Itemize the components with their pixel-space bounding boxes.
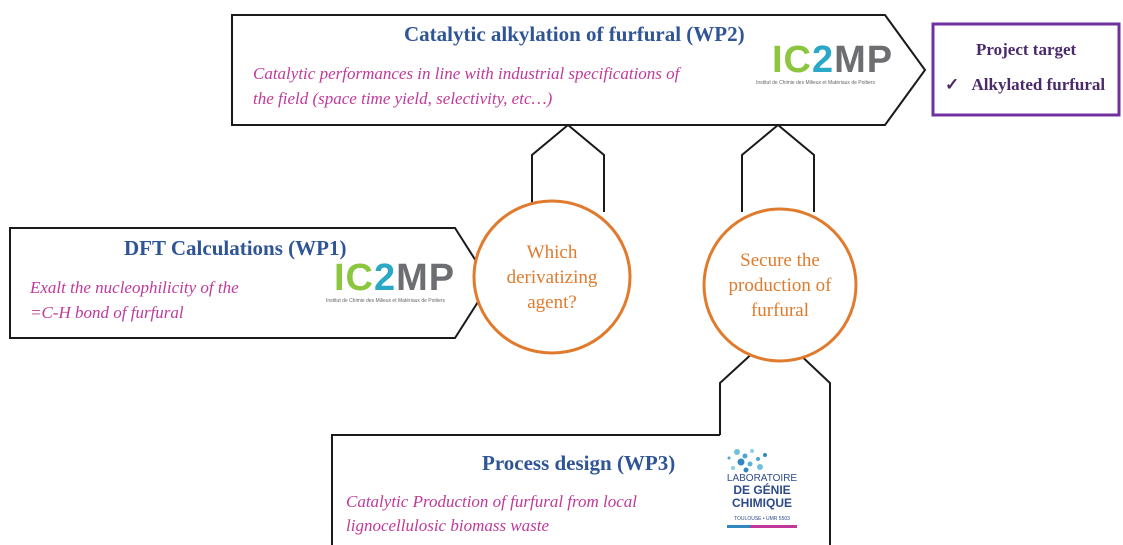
connector-right-top (741, 123, 815, 212)
wp3-desc-line2: lignocellulosic biomass waste (346, 516, 550, 535)
project-target-box (931, 22, 1121, 117)
connector-left-top (531, 123, 605, 212)
lgc-line4: TOULOUSE • UMR 5503 (734, 516, 790, 522)
ic2mp-subtitle: Institut de Chimie des Milieux et Matéri… (756, 80, 875, 86)
wp3-title: Process design (WP3) (482, 451, 676, 475)
wp3-desc-line1: Catalytic Production of furfural from lo… (346, 492, 638, 511)
lgc-line1: LABORATOIRE (726, 473, 798, 484)
circle-right-text: Secure the production of furfural (710, 248, 850, 323)
circle-right-line2: production of (728, 275, 832, 296)
circle-left-line1: Which (526, 242, 578, 263)
circle-left-line3: agent? (527, 292, 577, 313)
lgc-line3: CHIMIQUE (732, 496, 792, 510)
wp1-title: DFT Calculations (WP1) (124, 236, 347, 260)
wp2-desc-line2: the field (space time yield, selectivity… (253, 89, 553, 108)
circle-right (702, 207, 858, 363)
wp2-arrow-box (231, 14, 927, 126)
ic2mp-logo-wp1: IC2MP Institut de Chimie des Milieux et … (326, 258, 460, 314)
lgc-logo: LABORATOIRE DE GÉNIE CHIMIQUE TOULOUSE •… (726, 473, 798, 524)
circle-left-line2: derivatizing (506, 267, 598, 288)
ic2mp-logo-wp2: IC2MP Institut de Chimie des Milieux et … (756, 39, 894, 86)
project-target-item: ✓ Alkylated furfural (945, 75, 1105, 95)
circle-right-line3: furfural (750, 300, 810, 321)
ic2mp-subtitle: Institut de Chimie des Milieux et Matéri… (326, 298, 445, 304)
project-target-item-label: Alkylated furfural (971, 75, 1106, 94)
wp2-title: Catalytic alkylation of furfural (WP2) (404, 22, 745, 46)
lgc-dots-graphic (727, 449, 767, 473)
project-target-title: Project target (976, 40, 1077, 59)
circle-left (472, 199, 632, 355)
wp1-desc-line1: Exalt the nucleophilicity of the (30, 278, 239, 297)
lgc-color-bar (727, 525, 797, 528)
wp1-arrow-box (9, 227, 492, 339)
wp2-desc-line1: Catalytic performances in line with indu… (253, 64, 680, 83)
check-icon: ✓ (945, 75, 960, 94)
circle-left-text: Which derivatizing agent? (484, 240, 620, 315)
circle-right-line1: Secure the (740, 250, 820, 271)
wp1-desc-line2: =C-H bond of furfural (30, 303, 184, 322)
wp3-box (331, 434, 720, 545)
lgc-line2: DE GÉNIE (733, 483, 791, 497)
